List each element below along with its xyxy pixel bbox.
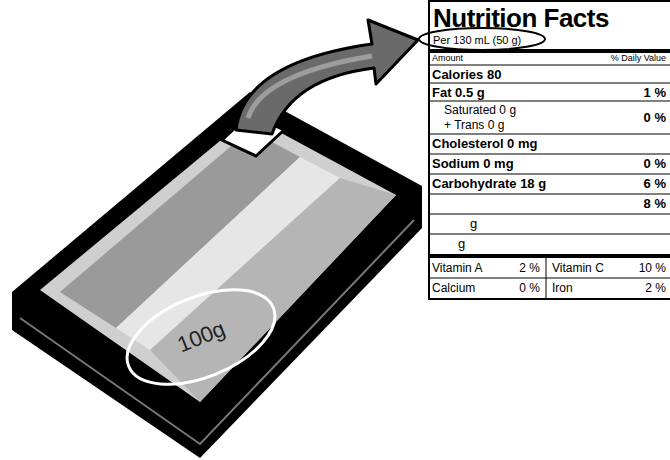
vitamin-cell: Calcium: [432, 281, 475, 295]
daily-value: 0 %: [644, 110, 666, 126]
label-panel: [428, 0, 670, 300]
scale-platform: [40, 116, 396, 402]
nutrient-row: Carbohydrate 18 g: [432, 176, 546, 192]
arrow-shade: [248, 56, 372, 118]
daily-value: 0 %: [644, 156, 666, 172]
scale-body: [12, 92, 422, 458]
column-head: Amount: [432, 53, 463, 64]
vitamin-cell: 0 %: [519, 281, 540, 295]
nutrient-row: Calories 80: [432, 67, 501, 83]
nutrient-row: g: [458, 236, 465, 252]
nutrient-row: Cholesterol 0 mg: [432, 136, 537, 152]
vitamin-cell: Iron: [552, 281, 573, 295]
platform-band: [150, 178, 396, 402]
vitamin-cell: 2 %: [645, 281, 666, 295]
nutrient-row: Sodium 0 mg: [432, 156, 514, 172]
daily-value: 6 %: [644, 176, 666, 192]
vitamin-cell: Vitamin A: [432, 261, 482, 275]
nutrient-row: Fat 0.5 g: [432, 85, 485, 101]
vitamin-cell: 10 %: [639, 261, 666, 275]
daily-value: 1 %: [644, 85, 666, 101]
nutrient-row: g: [470, 216, 477, 232]
readout-ellipse: [114, 271, 289, 404]
curved-arrow: [236, 20, 418, 134]
serving-size: Per 130 mL (50 g): [433, 34, 521, 47]
label-title: Nutrition Facts: [433, 3, 609, 34]
table-rules: [429, 51, 670, 299]
nutrient-row: Saturated 0 g + Trans 0 g: [444, 103, 526, 133]
vitamin-cell: Vitamin C: [552, 261, 604, 275]
column-head: % Daily Value: [611, 53, 666, 64]
vitamin-cell: 2 %: [519, 261, 540, 275]
daily-value: 8 %: [644, 196, 666, 212]
